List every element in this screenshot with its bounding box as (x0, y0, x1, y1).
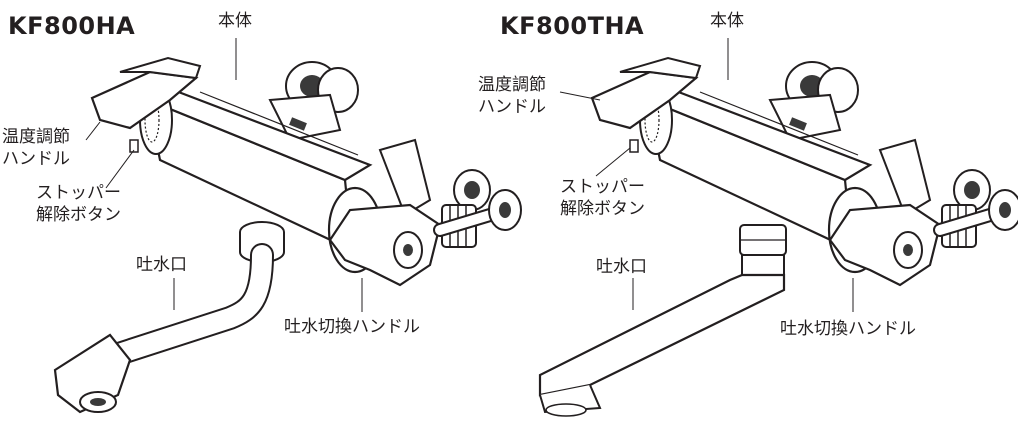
left-label-stopper: ストッパー 解除ボタン (36, 182, 121, 226)
right-label-body: 本体 (710, 11, 744, 31)
right-faucet (538, 38, 1018, 418)
right-label-stopper-line1: ストッパー (560, 177, 645, 197)
left-label-stopper-line2: 解除ボタン (36, 205, 121, 225)
right-label-switch-handle: 吐水切換ハンドル (780, 319, 916, 339)
left-label-stopper-line1: ストッパー (36, 183, 121, 203)
right-label-stopper: ストッパー 解除ボタン (560, 176, 645, 220)
left-label-temp-handle-line1: 温度調節 (2, 127, 70, 147)
right-label-temp-handle: 温度調節 ハンドル (478, 74, 546, 118)
left-label-switch-handle: 吐水切換ハンドル (284, 317, 420, 337)
left-model-name: KF800HA (8, 12, 136, 40)
right-model-name: KF800THA (500, 12, 645, 40)
left-label-spout: 吐水口 (136, 255, 187, 275)
left-label-body: 本体 (218, 11, 252, 31)
left-label-temp-handle: 温度調節 ハンドル (2, 126, 70, 170)
right-label-stopper-line2: 解除ボタン (560, 199, 645, 219)
right-label-temp-handle-line1: 温度調節 (478, 75, 546, 95)
left-faucet (55, 38, 521, 412)
right-label-temp-handle-line2: ハンドル (478, 97, 546, 117)
left-label-temp-handle-line2: ハンドル (2, 149, 70, 169)
right-label-spout: 吐水口 (596, 257, 647, 277)
